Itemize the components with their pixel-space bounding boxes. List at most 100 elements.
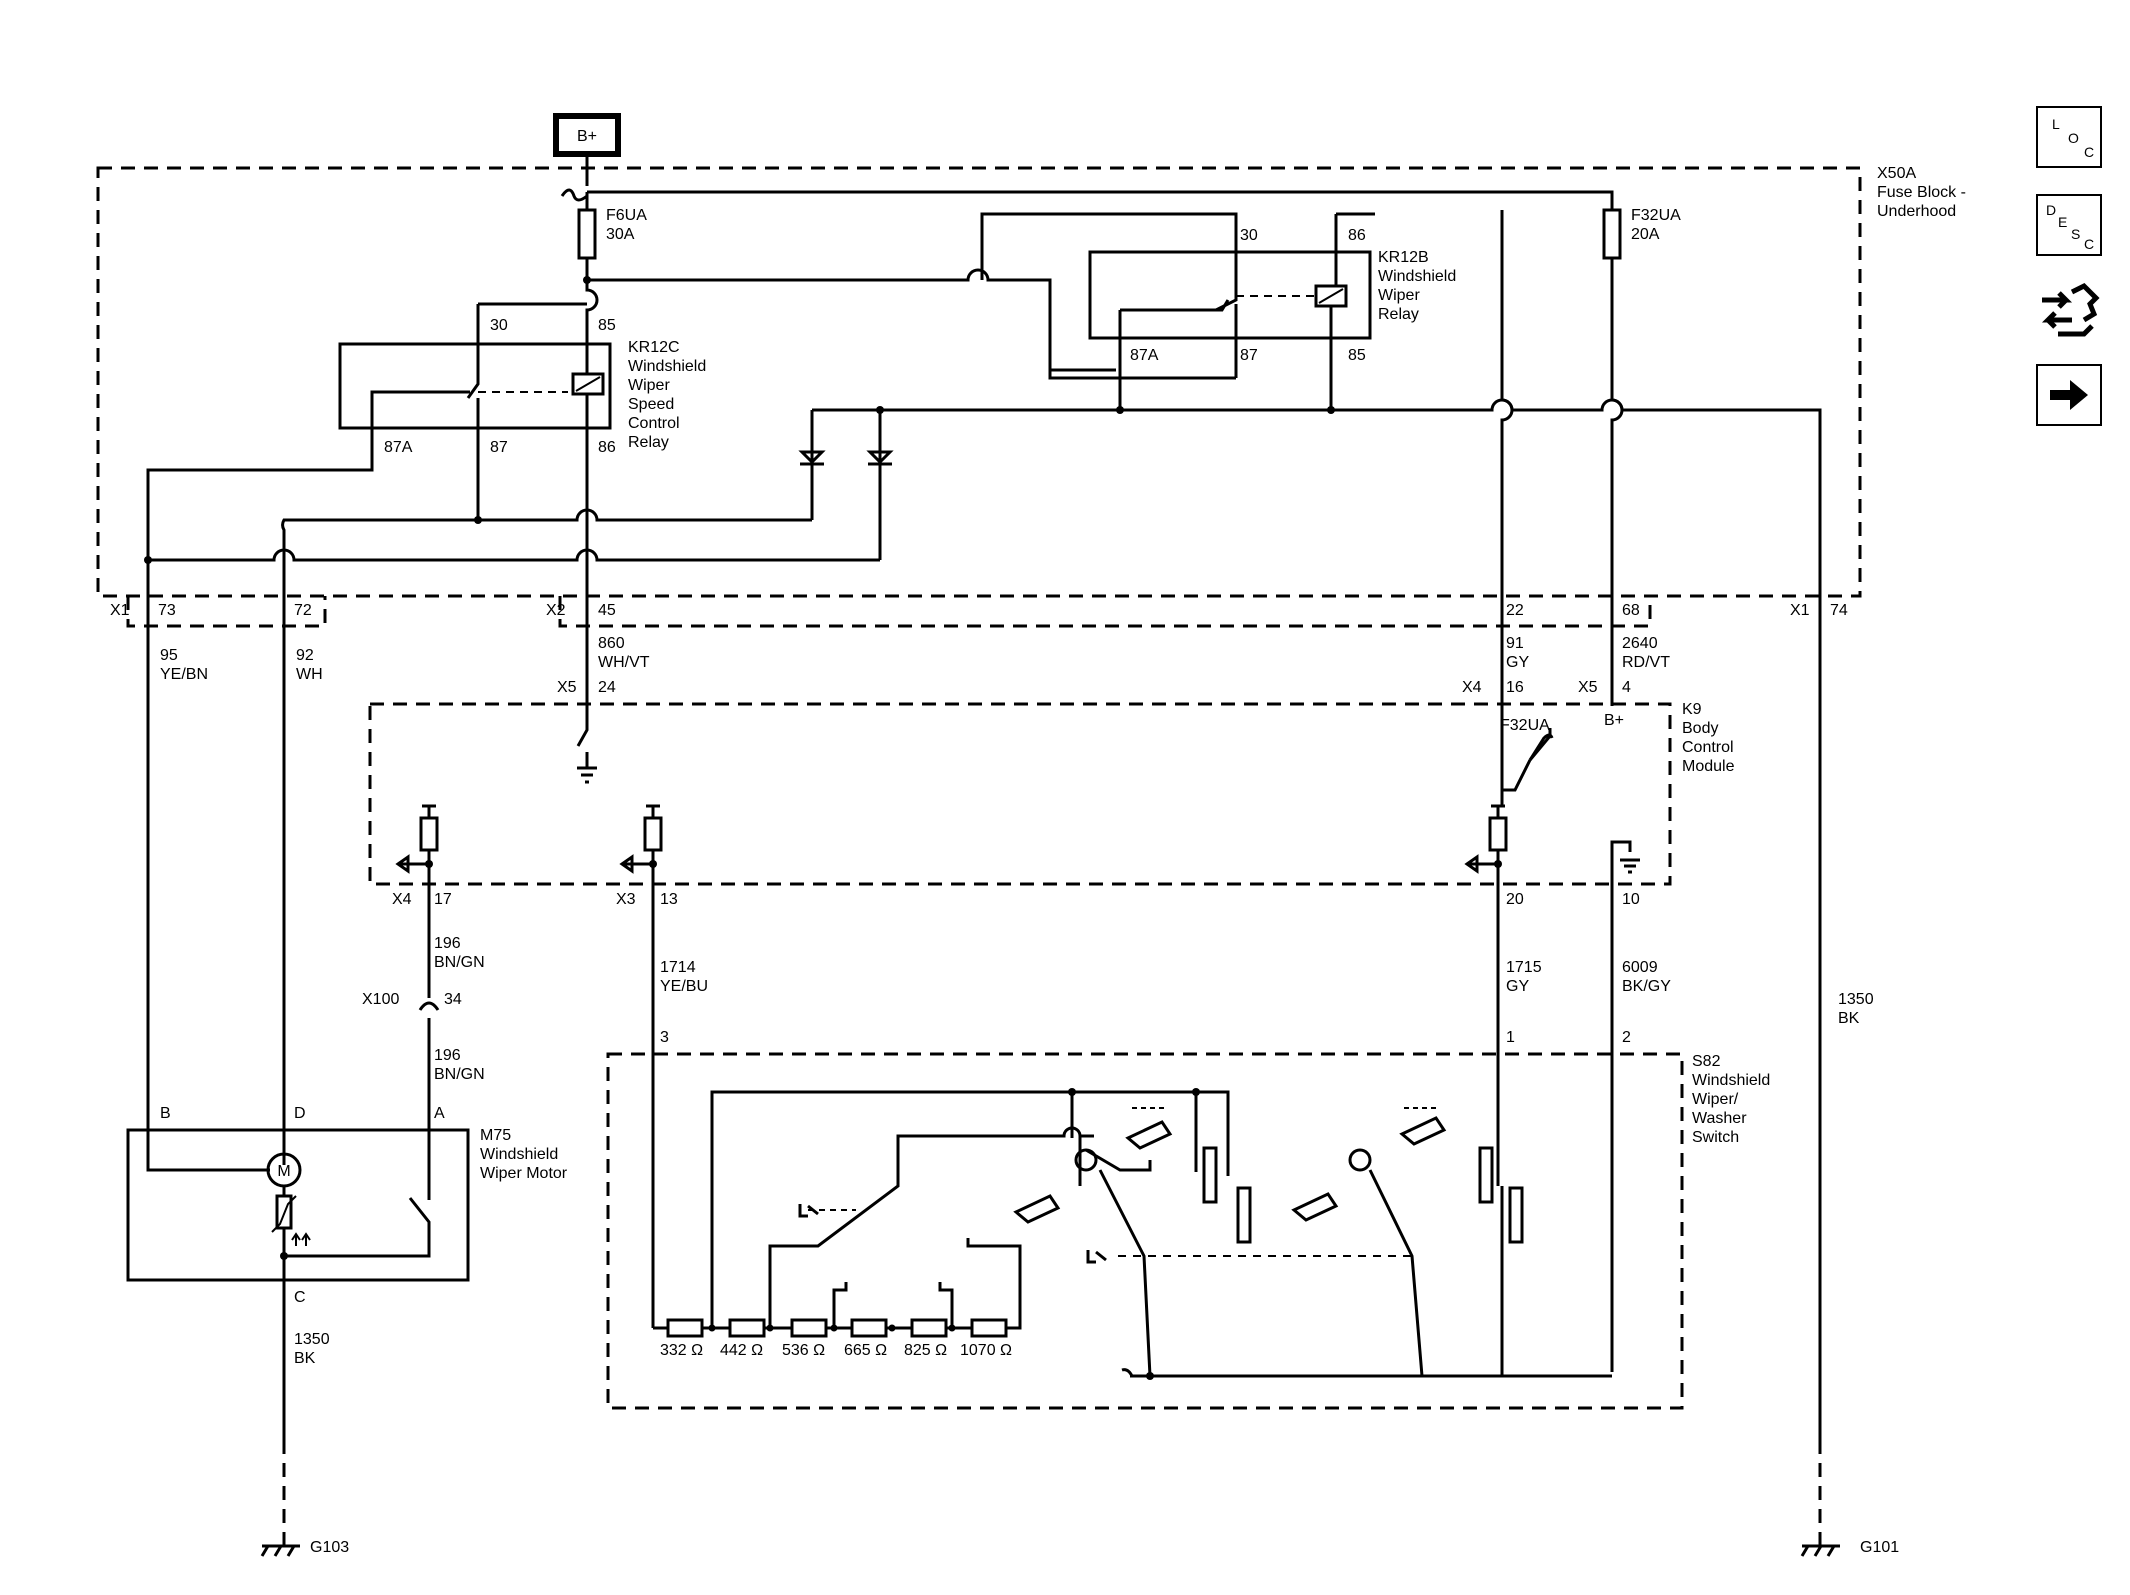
wires-w1350a-color-label: BK — [294, 1350, 316, 1367]
wiper-washer-switch[interactable]: 3 1 2 S82 Windshield Wiper/ Washer Switc… — [606, 1029, 1770, 1410]
fuse-block-connectors: X1 73 72 X2 45 22 68 X1 74 — [110, 596, 1848, 628]
x2-conn: X2 — [546, 602, 566, 619]
wires-w196a-color-label: BN/GN — [434, 954, 485, 971]
wiper-motor[interactable]: B D A C M75 Windshield Wiper Motor M 135… — [126, 1105, 568, 1440]
motor-symbol-label: M — [277, 1163, 290, 1180]
motor-id-label: M75 — [480, 1127, 511, 1144]
wires-w860-color-label: WH/VT — [598, 654, 650, 671]
loc-letter-o: O — [2068, 130, 2079, 146]
wires-w6009-color-label: BK/GY — [1622, 978, 1671, 995]
switch-name-3-label: Switch — [1692, 1129, 1739, 1146]
bcm-top-pins-x5a-conn-label: X5 — [557, 679, 577, 696]
fuse-f6ua-id: F6UA — [606, 207, 647, 224]
wires-w92-num-label: 92 — [296, 647, 314, 664]
wire-labels-upper: 95 YE/BN 92 WH 860 WH/VT 91 GY 2640 RD/V… — [160, 635, 1670, 683]
fuse-f32ua-id: F32UA — [1631, 207, 1681, 224]
bcm-bottom-pins-p20-label: 20 — [1506, 891, 1524, 908]
x2-pin-45: 45 — [598, 602, 616, 619]
x1-pin-72: 72 — [294, 602, 312, 619]
desc-letter-c2: C — [2084, 236, 2095, 252]
bcm-name-0-label: Body — [1682, 720, 1718, 737]
wires-w95-num-label: 95 — [160, 647, 178, 664]
loc-button[interactable]: L O C — [2036, 106, 2102, 168]
motor-name-1-label: Wiper Motor — [480, 1165, 568, 1182]
switch-resistors-5-label: 1070 Ω — [960, 1342, 1012, 1359]
x100-pin-label: 34 — [444, 991, 462, 1008]
bcm-bottom-pins-p10-label: 10 — [1622, 891, 1640, 908]
bcm-bottom-pins-x4-conn-label: X4 — [392, 891, 412, 908]
switch-resistors-2-label: 536 Ω — [782, 1342, 825, 1359]
next-arrow-icon — [2050, 380, 2088, 410]
bcm-id-label: K9 — [1682, 701, 1702, 718]
motor-pins-d-label: D — [294, 1105, 306, 1122]
relay-kr12b[interactable]: 30 86 87A 87 85 KR12B Windshield Wiper R… — [980, 212, 1456, 410]
battery-label: B+ — [577, 128, 597, 145]
bcm-lower-wiring: 196 BN/GN X100 34 196 BN/GN 1714 YE/BU 1… — [362, 842, 1874, 1372]
kr12c-name-4: Relay — [628, 434, 669, 451]
wires-w91-num-label: 91 — [1506, 635, 1524, 652]
wires-w1350b-num-label: 1350 — [1838, 991, 1874, 1008]
x1-right-conn: X1 — [1790, 602, 1810, 619]
switch-resistors-1-label: 442 Ω — [720, 1342, 763, 1359]
x1-left-conn: X1 — [110, 602, 130, 619]
switch-pins-p2-label: 2 — [1622, 1029, 1631, 1046]
fuse-block-line1: Fuse Block - — [1877, 184, 1966, 201]
kr12c-pin-86: 86 — [598, 439, 616, 456]
switch-pins-p3-label: 3 — [660, 1029, 669, 1046]
wires-w92-color-label: WH — [296, 666, 323, 683]
loc-letter-c: C — [2084, 144, 2095, 160]
kr12c-id: KR12C — [628, 339, 680, 356]
grounds-g103-label: G103 — [310, 1539, 349, 1556]
x100-conn-label: X100 — [362, 991, 399, 1008]
ground-g103: G103 — [260, 1440, 349, 1557]
wires-w1350a-num-label: 1350 — [294, 1331, 330, 1348]
wires-w1715-color-label: GY — [1506, 978, 1529, 995]
pin-22: 22 — [1506, 602, 1524, 619]
desc-letter-e: E — [2058, 214, 2068, 230]
kr12b-pin-85: 85 — [1348, 347, 1366, 364]
kr12b-pin-86: 86 — [1348, 227, 1366, 244]
bcm-name-2-label: Module — [1682, 758, 1735, 775]
switch-resistors-3-label: 665 Ω — [844, 1342, 887, 1359]
wires-w196b-color-label: BN/GN — [434, 1066, 485, 1083]
kr12c-name-3: Control — [628, 415, 680, 432]
switch-pins-p1-label: 1 — [1506, 1029, 1515, 1046]
pin-68: 68 — [1622, 602, 1640, 619]
connector-service-icon[interactable] — [2036, 278, 2102, 344]
x1-pin-73: 73 — [158, 602, 176, 619]
wires-w2640-num-label: 2640 — [1622, 635, 1658, 652]
kr12b-pin-87: 87 — [1240, 347, 1258, 364]
relay-interconnect — [798, 378, 1822, 1440]
kr12b-pin-87a: 87A — [1130, 347, 1159, 364]
fuse-block-outline: X50A Fuse Block - Underhood — [96, 165, 1966, 598]
wires-w2640-color-label: RD/VT — [1622, 654, 1670, 671]
desc-letter-s: S — [2071, 226, 2081, 242]
body-control-module[interactable]: X5 24 X4 16 X5 4 K9 Body Control Module … — [368, 679, 1735, 908]
kr12c-name-2: Speed — [628, 396, 674, 413]
bcm-bplus-label: B+ — [1604, 712, 1624, 729]
wires-w1350b-color-label: BK — [1838, 1010, 1860, 1027]
bcm-top-pins-x4-conn-label: X4 — [1462, 679, 1482, 696]
desc-button[interactable]: D E S C — [2036, 194, 2102, 256]
next-arrow-button[interactable] — [2036, 364, 2102, 426]
bcm-top-pins-x4-pin-label: 16 — [1506, 679, 1524, 696]
kr12b-name-2: Relay — [1378, 306, 1419, 323]
wires-w1714-color-label: YE/BU — [660, 978, 708, 995]
fuse-block-line2: Underhood — [1877, 203, 1956, 220]
fuse-f32ua[interactable]: F32UA 20A — [1602, 207, 1681, 260]
fuse-f32ua-rating: 20A — [1631, 226, 1660, 243]
relay-kr12c[interactable]: 30 85 87A 87 86 KR12C Windshield Wiper S… — [338, 304, 706, 524]
wires-w860-num-label: 860 — [598, 635, 625, 652]
bcm-name-1-label: Control — [1682, 739, 1734, 756]
wires-w1715-num-label: 1715 — [1506, 959, 1542, 976]
loc-letter-l: L — [2052, 116, 2060, 132]
motor-name-0-label: Windshield — [480, 1146, 558, 1163]
kr12c-pin-87a: 87A — [384, 439, 413, 456]
switch-name-0-label: Windshield — [1692, 1072, 1770, 1089]
kr12c-pin-30: 30 — [490, 317, 508, 334]
fuse-f6ua[interactable]: F6UA 30A — [577, 207, 647, 260]
kr12b-name-0: Windshield — [1378, 268, 1456, 285]
motor-pins-c-label: C — [294, 1289, 306, 1306]
battery-supply[interactable]: B+ — [553, 113, 621, 157]
bcm-top-pins-x5b-pin-label: 4 — [1622, 679, 1631, 696]
